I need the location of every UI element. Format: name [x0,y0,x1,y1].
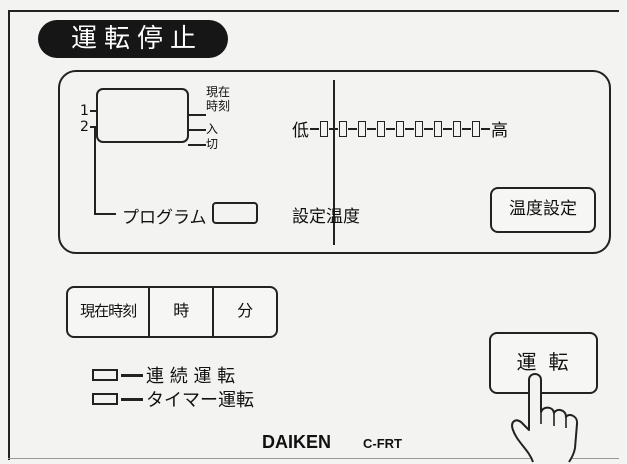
temp-segment [377,120,385,137]
timer-run-label: タイマー運転 [146,390,254,411]
panel-frame-left [8,10,10,460]
minute-button[interactable]: 分 [237,301,254,320]
scale-dash [329,127,338,130]
indicator-lamp [92,393,118,405]
temp-segment [396,120,404,137]
lcd-display: 1 2 現在 時刻 入 切 プログラム 低 [58,70,611,254]
temp-segment [358,120,366,137]
continuous-run-indicator: 連 続 運 転 [92,362,235,388]
timer-run-indicator: タイマー運転 [92,386,254,412]
scale-dash [424,127,433,130]
clock-label-1: 現在 [206,85,231,99]
temp-segment [472,120,480,137]
scale-dash [386,127,395,130]
clock-tick [188,114,206,116]
timer-row-2-label: 2 [80,119,89,135]
temp-low-label: 低 [292,121,309,141]
current-time-button[interactable]: 現在時刻 [68,288,151,336]
time-set-button-group: 現在時刻 時 分 [66,286,278,338]
timer-row-1-label: 1 [80,103,89,119]
temp-segment [415,120,423,137]
scale-dash [462,127,471,130]
off-tick [188,144,206,146]
scale-dash [367,127,376,130]
scale-dash [348,127,357,130]
scale-dash [481,127,490,130]
temperature-scale: 低 高 [292,116,508,141]
scale-dash [443,127,452,130]
program-bracket-vertical [94,127,96,215]
program-label: プログラム [122,208,207,228]
off-label: 切 [206,137,219,151]
on-tick [188,129,206,131]
timer-row-2-tick [90,126,97,128]
scale-dash [405,127,414,130]
run-button[interactable]: 運転 [489,332,598,394]
pointing-hand-icon [511,373,579,463]
timer-row-1-tick [90,110,97,112]
hour-button[interactable]: 時 [150,288,215,336]
indicator-bar [121,373,143,377]
temp-segment [434,120,442,137]
scale-dash [310,127,319,130]
indicator-lamp [92,369,118,381]
timer-lcd-box [96,88,189,143]
clock-label-2: 時刻 [206,99,231,113]
display-divider [333,80,335,245]
continuous-run-label: 連 続 運 転 [146,366,236,387]
model-number: C-FRT [363,436,402,451]
brand-logo: DAIKEN [262,432,332,452]
status-badge: 運転停止 [38,20,228,58]
temp-segment [453,120,461,137]
temp-high-label: 高 [491,121,508,141]
panel-frame-top [8,10,619,12]
on-label: 入 [206,122,219,136]
temperature-set-button[interactable]: 温度設定 [490,187,596,233]
program-indicator-box [212,202,258,224]
temp-segment [320,120,328,137]
panel-frame-bottom [8,458,619,459]
set-temperature-label: 設定温度 [292,207,360,227]
indicator-bar [121,397,143,401]
temp-segment [339,120,347,137]
program-bracket-horizontal [94,213,116,215]
